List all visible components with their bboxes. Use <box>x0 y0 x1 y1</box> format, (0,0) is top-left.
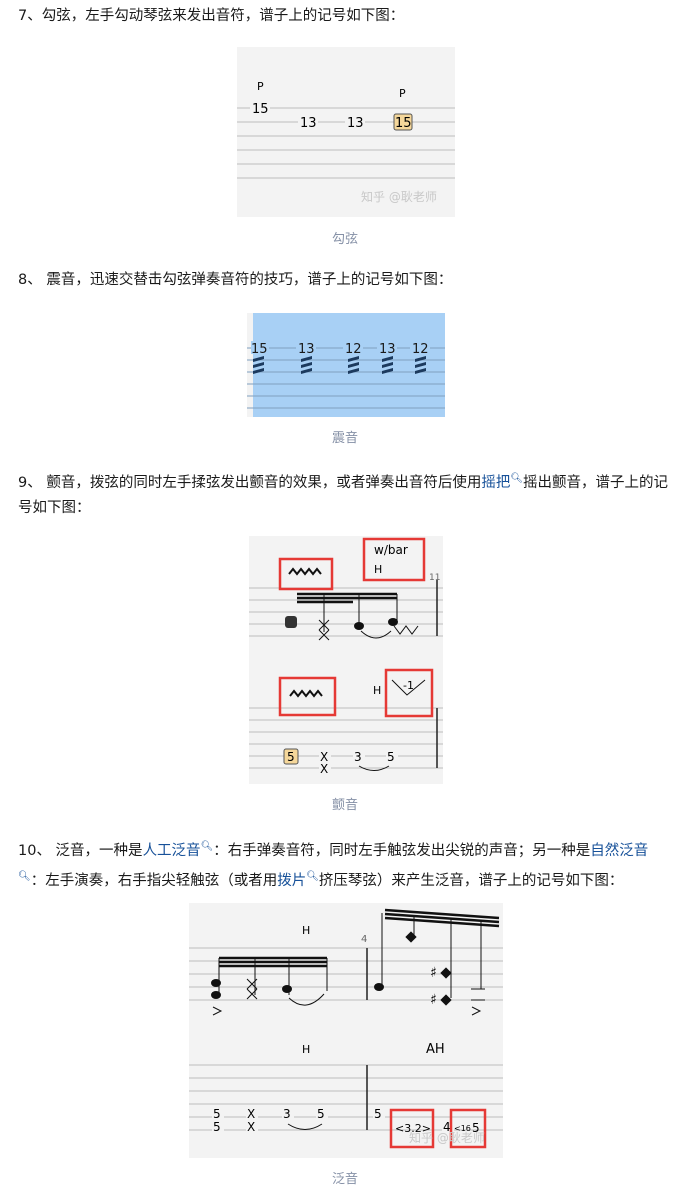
magnifier-icon[interactable]: 🔍︎ <box>200 841 214 852</box>
figure-vibrato: 11 w/bar H H -1 5 X X 3 5 <box>249 536 443 784</box>
magnifier-icon[interactable]: 🔍︎ <box>18 870 31 882</box>
caption-pull-off: 勾弦 <box>331 232 358 247</box>
tab-note: 4 <box>443 1120 451 1134</box>
magnifier-icon[interactable]: 🔍︎ <box>306 870 319 882</box>
watermark: 知乎 @耿老师 <box>409 1131 485 1145</box>
hammer-label: H <box>374 563 382 576</box>
dead-note-icon <box>318 619 330 641</box>
artificial-harmonic-value: <3.2> <box>395 1122 431 1135</box>
whammy-dip-icon <box>391 679 426 696</box>
highlight-box <box>389 1108 435 1149</box>
paragraph-vibrato: 9、 颤音，拨弦的同时左手揉弦发出颤音的效果，或者弹奏出音符后使用摇把🔍︎摇出颤… <box>18 473 669 516</box>
dead-note-icon <box>246 978 258 1000</box>
tab-staff-tremolo: 15 13 12 13 12 <box>247 313 445 417</box>
highlight-box <box>278 676 337 717</box>
hammer-label: H <box>302 924 310 937</box>
magnifier-icon[interactable]: 🔍︎ <box>510 473 524 484</box>
tab-note: 15 <box>251 342 268 357</box>
artificial-harmonic-label: AH <box>426 1042 445 1057</box>
tab-note: X <box>320 750 328 764</box>
tab-note: 13 <box>379 342 396 357</box>
notehead-icon <box>285 616 297 628</box>
sharp-icon: ♯ <box>430 992 437 1008</box>
link-pick[interactable]: 拨片 <box>277 872 307 889</box>
tab-note: 5 <box>213 1120 221 1134</box>
vibrato-wave-icon <box>288 567 322 576</box>
whammy-label: w/bar <box>374 543 408 557</box>
tab-note: 5 <box>317 1107 325 1121</box>
paragraph-hammer-pull: 7、勾弦，左手勾动琴弦来发出音符，谱子上的记号如下图： <box>18 8 405 24</box>
tab-note: 3 <box>283 1107 291 1121</box>
tab-note: 15 <box>252 102 269 117</box>
tab-note: X <box>247 1120 255 1134</box>
paragraph-tremolo: 8、 震音，迅速交替击勾弦弹奏音符的技巧，谱子上的记号如下图： <box>18 272 453 288</box>
pull-mark-2: P <box>399 87 406 100</box>
bar-number: 4 <box>361 934 367 945</box>
figure-pull-off: P P 15 13 13 15 知乎 @耿老师 <box>237 47 455 217</box>
hammer-label: H <box>302 1043 310 1056</box>
link-whammy-bar[interactable]: 摇把 <box>481 474 511 491</box>
link-artificial-harmonic[interactable]: 人工泛音 <box>142 842 201 859</box>
tab-note: 5 <box>387 750 395 764</box>
tab-note: 5 <box>374 1107 382 1121</box>
link-natural-harmonic[interactable]: 自然泛音 <box>590 842 649 859</box>
notation-vibrato: 11 w/bar H H -1 5 X X 3 5 <box>249 537 443 778</box>
pull-mark-1: P <box>257 80 264 93</box>
tremolo-slash-icons <box>253 356 426 374</box>
caption-tremolo: 震音 <box>331 431 358 446</box>
tab-note: 13 <box>298 342 315 357</box>
paragraph-harmonics: 10、 泛音，一种是人工泛音🔍︎：右手弹奏音符，同时左手触弦发出尖锐的声音；另一… <box>18 841 649 889</box>
whammy-amount: -1 <box>403 679 414 692</box>
sharp-icon: ♯ <box>430 965 437 981</box>
natural-harmonic-value: <16 <box>454 1124 471 1133</box>
tab-staff-pull-off: P P 15 13 13 15 知乎 @耿老师 <box>237 80 455 204</box>
tab-note: 3 <box>354 750 362 764</box>
tab-note-highlight: 15 <box>395 116 412 131</box>
accent-icon <box>471 1006 482 1016</box>
highlight-box <box>384 668 434 718</box>
accent-icon <box>212 1006 223 1016</box>
tab-note: 13 <box>347 116 364 131</box>
bar-number: 11 <box>429 573 440 583</box>
figure-tremolo: 15 13 12 13 12 <box>247 313 445 417</box>
notation-harmonics: H 4 ♯ ♯ H AH 5 5 X X 3 <box>189 908 503 1149</box>
tab-note: 5 <box>287 750 295 764</box>
tab-note: X <box>247 1107 255 1121</box>
highlight-box <box>278 557 334 591</box>
tab-note: 5 <box>472 1121 480 1135</box>
tab-note: 5 <box>213 1107 221 1121</box>
caption-vibrato: 颤音 <box>331 798 358 813</box>
hammer-label: H <box>373 684 381 697</box>
caption-harmonics: 泛音 <box>331 1172 358 1187</box>
highlight-box <box>449 1108 487 1149</box>
tab-note: X <box>320 762 328 776</box>
highlight-box <box>362 537 426 582</box>
tab-note: 12 <box>345 342 362 357</box>
tab-note: 13 <box>300 116 317 131</box>
vibrato-wave-icon <box>289 689 323 698</box>
figure-harmonics: H 4 ♯ ♯ H AH 5 5 X X 3 <box>189 903 503 1158</box>
watermark: 知乎 @耿老师 <box>361 190 437 204</box>
tab-note: 12 <box>412 342 429 357</box>
vibrato-bend-icon <box>393 625 419 635</box>
